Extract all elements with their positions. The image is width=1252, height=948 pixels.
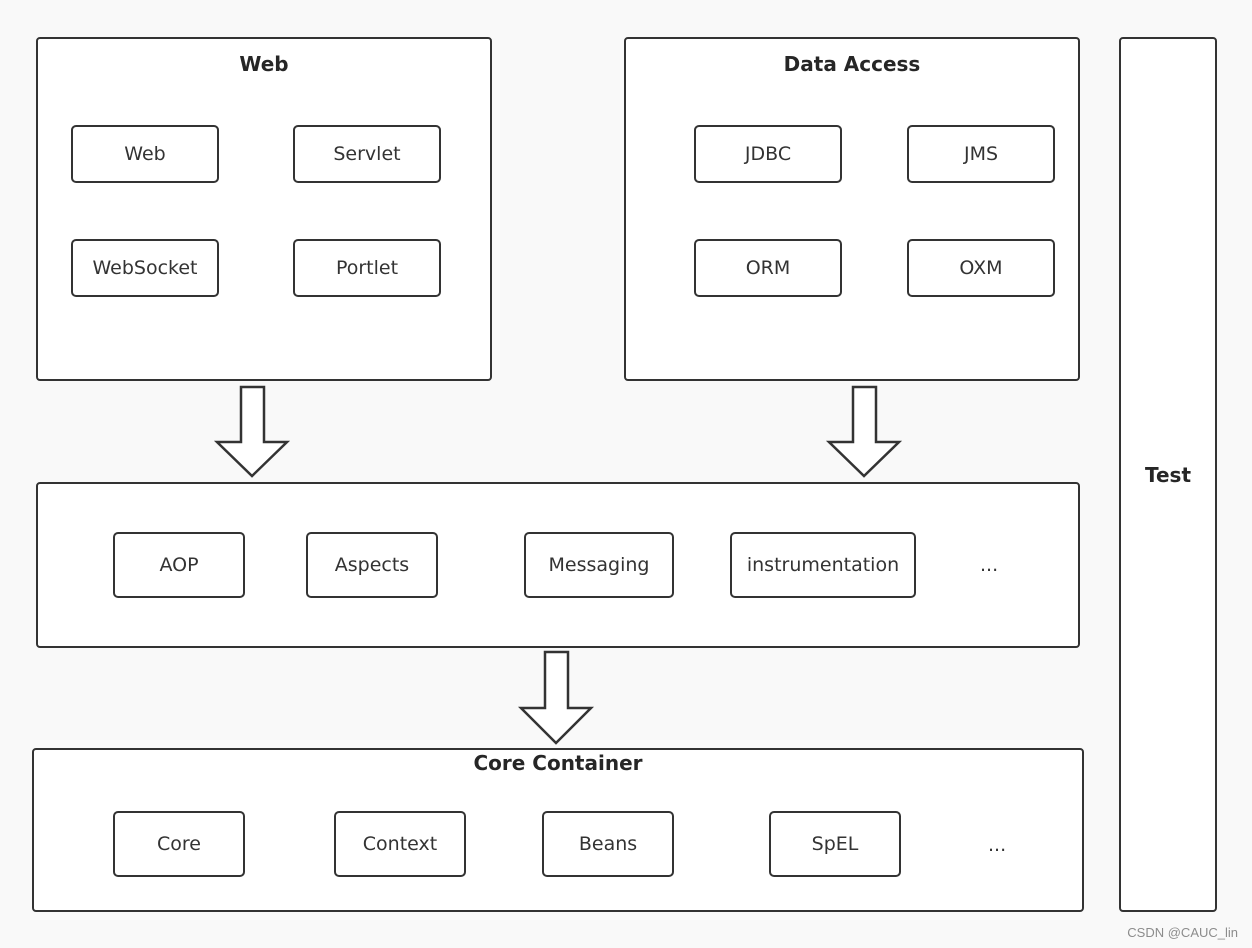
- web-group: Web Web Servlet WebSocket Portlet: [36, 37, 492, 381]
- core-container-group-title: Core Container: [473, 751, 643, 775]
- module-context: Context: [334, 811, 466, 877]
- module-core: Core: [113, 811, 245, 877]
- module-portlet: Portlet: [293, 239, 441, 297]
- module-aspects: Aspects: [306, 532, 438, 598]
- test-group-title: Test: [1144, 463, 1191, 487]
- aop-group: AOP Aspects Messaging instrumentation ..…: [36, 482, 1080, 648]
- core-container-group: Core Container Core Context Beans SpEL .…: [32, 748, 1084, 912]
- arrow-web-to-aop-icon: [213, 385, 291, 478]
- module-messaging: Messaging: [524, 532, 674, 598]
- module-instrumentation: instrumentation: [730, 532, 916, 598]
- aop-group-more: ...: [980, 554, 999, 576]
- module-beans: Beans: [542, 811, 674, 877]
- module-aop: AOP: [113, 532, 245, 598]
- module-orm: ORM: [694, 239, 842, 297]
- module-websocket: WebSocket: [71, 239, 219, 297]
- module-spel: SpEL: [769, 811, 901, 877]
- data-access-group: Data Access JDBC JMS ORM OXM: [624, 37, 1080, 381]
- arrow-aop-to-core-icon: [517, 650, 595, 745]
- test-group: Test: [1119, 37, 1217, 912]
- module-jdbc: JDBC: [694, 125, 842, 183]
- module-web: Web: [71, 125, 219, 183]
- arrow-data-access-to-aop-icon: [825, 385, 903, 478]
- watermark: CSDN @CAUC_lin: [1127, 925, 1238, 940]
- module-servlet: Servlet: [293, 125, 441, 183]
- module-jms: JMS: [907, 125, 1055, 183]
- module-oxm: OXM: [907, 239, 1055, 297]
- web-group-title: Web: [239, 52, 289, 76]
- data-access-group-title: Data Access: [783, 52, 921, 76]
- core-container-group-more: ...: [988, 834, 1007, 856]
